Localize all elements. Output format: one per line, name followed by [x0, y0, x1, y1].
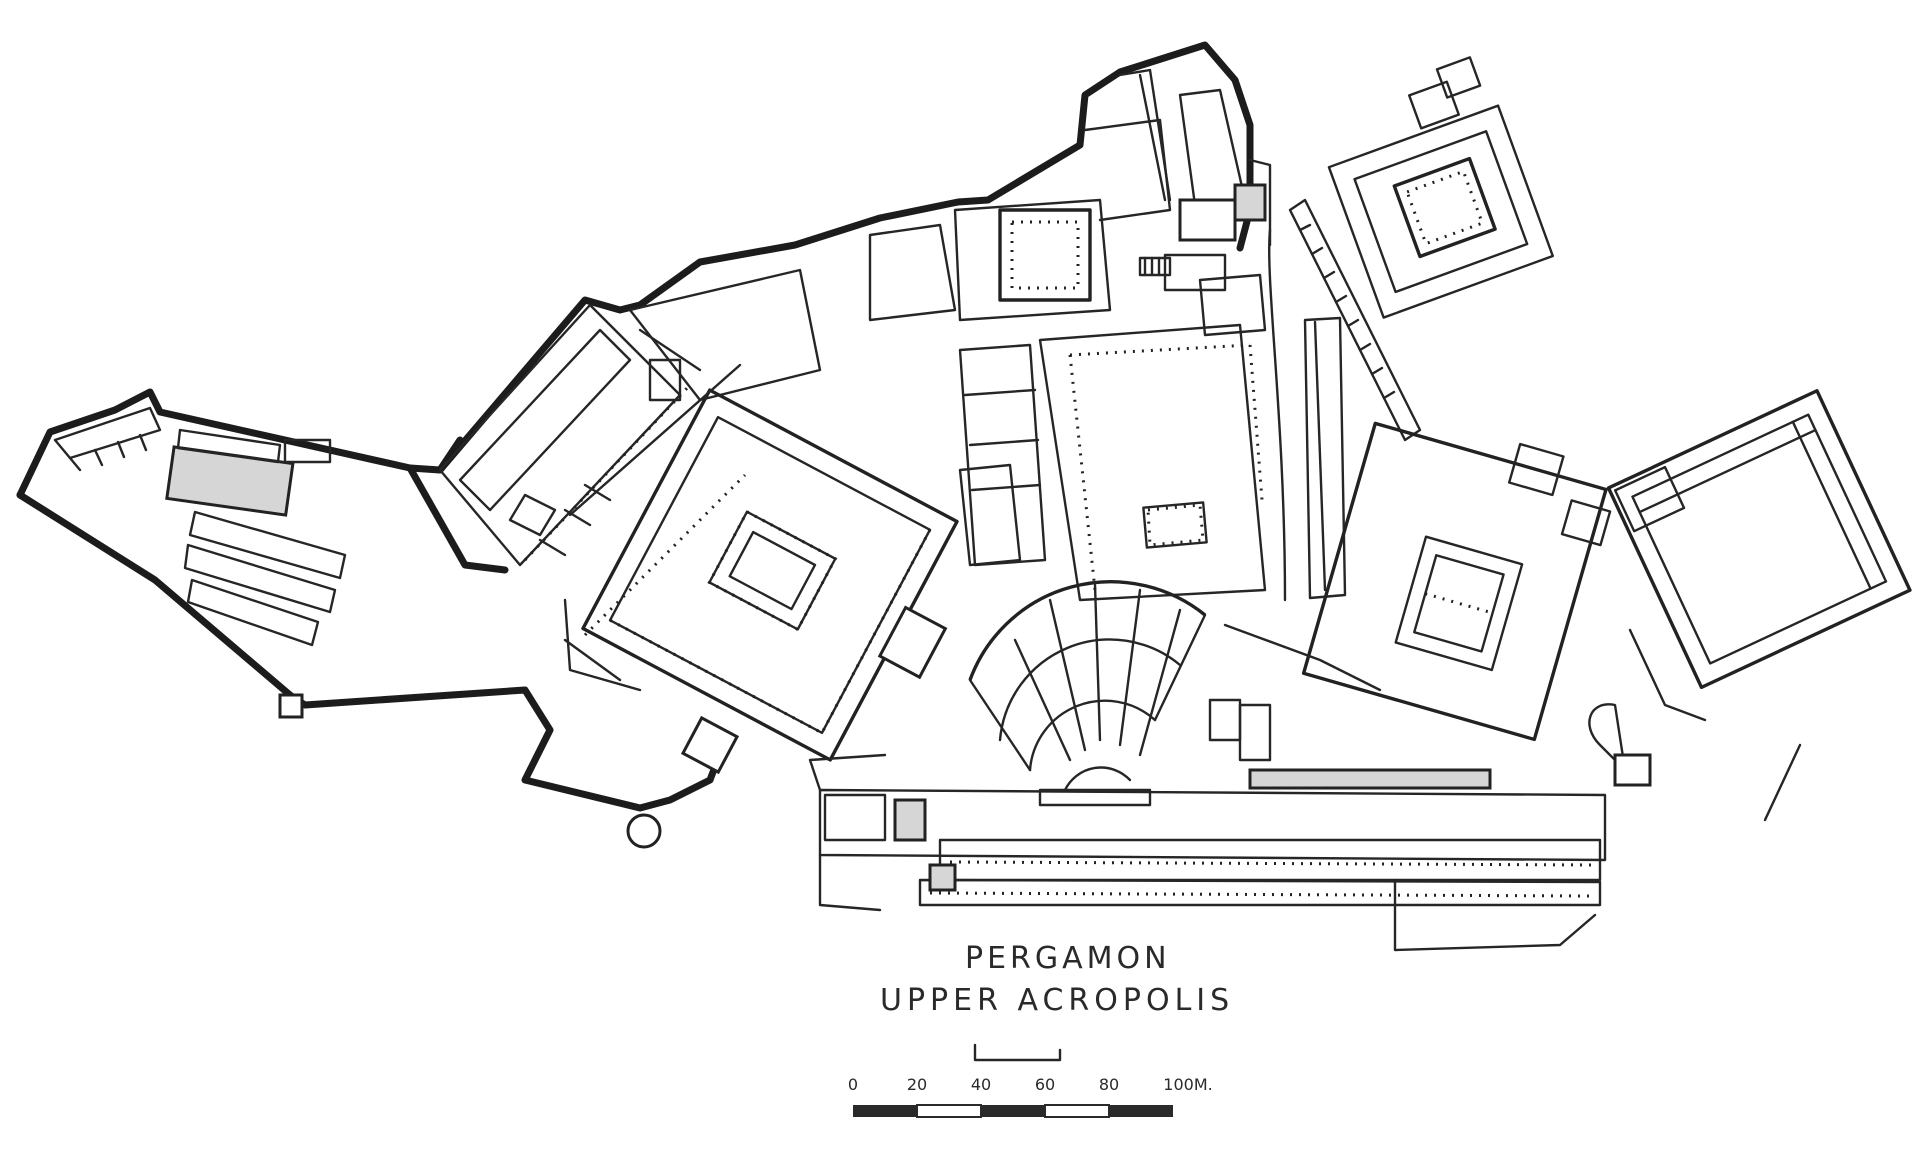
scale-bar: 0 20 40 60 80 100M. — [848, 1075, 1213, 1118]
athena-stoa-lines — [563, 363, 742, 682]
theatre-terrace — [808, 753, 1607, 952]
athena-west-wall — [563, 598, 642, 692]
scale-segment-2 — [916, 1104, 982, 1118]
scale-tick-100: 100M. — [1163, 1075, 1212, 1094]
trajaneum-side-room — [1238, 703, 1272, 762]
fortification-wall — [16, 41, 1254, 812]
theatre — [968, 580, 1242, 807]
scale-tick-40: 40 — [971, 1075, 991, 1094]
east-precinct — [1606, 389, 1912, 690]
scale-segment-4 — [1044, 1104, 1110, 1118]
scale-tick-0: 0 — [848, 1075, 858, 1094]
scale-segment-1 — [853, 1105, 917, 1117]
terrace-side-rooms — [958, 343, 1047, 567]
trajaneum-approach — [1223, 623, 1382, 692]
northeast-sanctuary — [1327, 56, 1554, 319]
scale-tick-80: 80 — [1099, 1075, 1119, 1094]
title-block: PERGAMON UPPER ACROPOLIS — [880, 941, 1234, 1062]
central-terrace — [1038, 323, 1267, 602]
north-palaces — [868, 68, 1272, 337]
south-tower — [626, 813, 662, 849]
west-compound — [53, 406, 347, 719]
east-precinct-line — [1763, 743, 1802, 822]
athena-sanctuary — [581, 388, 959, 762]
central-left-buildings — [438, 268, 822, 567]
title-line-2: UPPER ACROPOLIS — [880, 983, 1234, 1018]
athena-gate — [680, 715, 740, 775]
athena-stoa-colonnade — [583, 473, 747, 637]
title-underline — [973, 1043, 1062, 1062]
scale-tick-20: 20 — [907, 1075, 927, 1094]
scale-segment-3 — [981, 1105, 1045, 1117]
title-line-1: PERGAMON — [965, 941, 1171, 976]
scale-segment-5 — [1109, 1105, 1173, 1117]
trajaneum — [1301, 421, 1612, 742]
scale-tick-60: 60 — [1035, 1075, 1055, 1094]
east-gate-room — [1613, 753, 1652, 787]
east-precinct-approach — [1628, 628, 1707, 722]
east-gate-round — [1588, 703, 1627, 772]
east-stoa — [1268, 198, 1422, 602]
